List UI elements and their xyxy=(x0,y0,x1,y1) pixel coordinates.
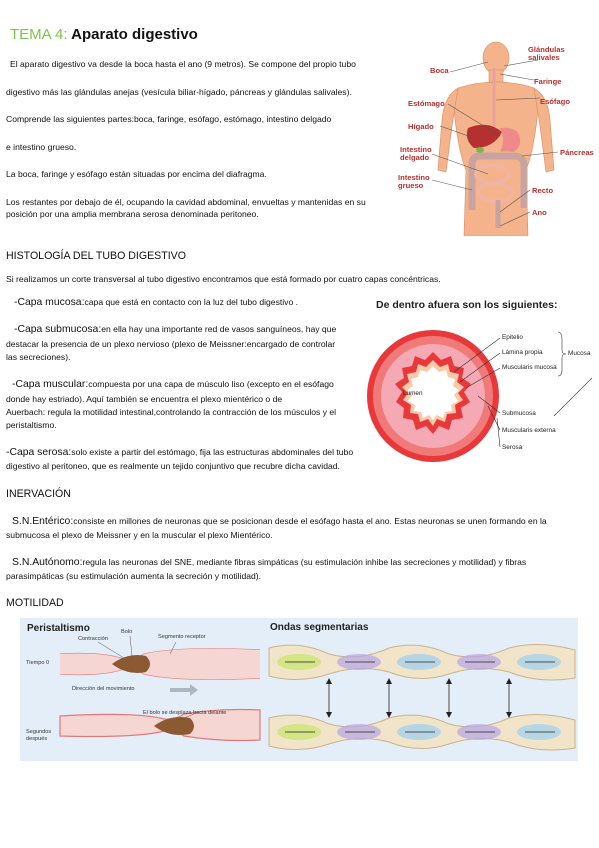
ondas-segmentarias-figure xyxy=(265,618,578,761)
label-segmento-receptor: Segmento receptor xyxy=(158,634,206,640)
capa-muscular-1: -Capa muscular:compuesta por una capa de… xyxy=(12,379,334,390)
page-title: TEMA 4: Aparato digestivo xyxy=(10,26,198,43)
sne-line-1: S.N.Entérico:consiste en millones de neu… xyxy=(12,516,547,527)
label-pancreas: Páncreas xyxy=(560,148,594,157)
label-bolo: Bolo xyxy=(121,629,133,635)
label-mucosa: Mucosa xyxy=(568,350,591,357)
digestive-system-figure xyxy=(388,40,596,236)
label-ano: Ano xyxy=(532,208,547,217)
sne-line-2: submucosa el plexo de Meissner y en la m… xyxy=(6,530,273,540)
ondas-title: Ondas segmentarias xyxy=(270,622,369,633)
peristaltismo-figure xyxy=(20,618,267,761)
layers-cross-section xyxy=(367,330,593,462)
heading-inervacion: INERVACIÓN xyxy=(6,488,71,500)
label-muscularis-externa: Muscularis externa xyxy=(502,427,556,434)
label-glandulas: Glándulas salivales xyxy=(528,45,565,62)
intro-line-4: e intestino grueso. xyxy=(6,142,77,152)
title-text: Aparato digestivo xyxy=(71,26,198,43)
label-lamina-propia: Lámina propia xyxy=(502,349,543,356)
intro-line-1: El aparato digestivo va desde la boca ha… xyxy=(10,59,356,69)
label-desplaza: El bolo se desplaza hacia delante xyxy=(143,710,227,716)
capa-serosa-1: -Capa serosa:solo existe a partir del es… xyxy=(6,447,354,458)
label-segundos: Segundos después xyxy=(26,729,52,742)
intro-line-3: Comprende las siguientes partes:boca, fa… xyxy=(6,114,332,124)
label-esofago: Esófago xyxy=(540,97,570,106)
label-higado: Hígado xyxy=(408,122,434,131)
title-tag: TEMA 4: xyxy=(10,26,68,43)
label-intestino-delgado: Intestino delgado xyxy=(400,145,432,162)
capa-serosa-2: digestivo al peritoneo, que es realmente… xyxy=(6,461,340,471)
capa-submucosa-1: -Capa submucosa:en ella hay una importan… xyxy=(14,324,337,335)
peristaltismo-title: Peristaltismo xyxy=(27,623,90,634)
sna-line-2: parasimpáticas (su estimulación aumenta … xyxy=(6,571,262,581)
sna-line-1: S.N.Autónomo:regula las neuronas del SNE… xyxy=(12,557,527,568)
histologia-intro: Si realizamos un corte transversal al tu… xyxy=(6,274,441,284)
capa-submucosa-2: destacar la presencia de un plexo nervio… xyxy=(6,339,336,349)
label-faringe: Faringe xyxy=(534,77,562,86)
label-direccion: Dirección del movimiento xyxy=(72,686,135,692)
layers-figure-title: De dentro afuera son los siguientes: xyxy=(376,299,558,311)
capa-mucosa: -Capa mucosa:capa que está en contacto c… xyxy=(14,297,299,308)
label-lumen: Lumen xyxy=(403,390,423,397)
label-intestino-grueso: Intestino grueso xyxy=(398,173,430,190)
capa-muscular-4: peristaltismo. xyxy=(6,420,57,430)
label-recto: Recto xyxy=(532,186,554,195)
intro-line-5: La boca, faringe y esófago están situada… xyxy=(6,169,267,179)
capa-muscular-3: Auerbach: regula la motilidad intestinal… xyxy=(6,407,337,417)
label-epitelio: Epitelio xyxy=(502,334,523,341)
label-submucosa: Submucosa xyxy=(502,410,536,417)
heading-histologia: HISTOLOGÍA DEL TUBO DIGESTIVO xyxy=(6,250,186,262)
heading-motilidad: MOTILIDAD xyxy=(6,597,64,609)
intro-line-2: digestivo más las glándulas anejas (vesí… xyxy=(6,87,352,97)
label-estomago: Estómago xyxy=(408,99,445,108)
label-serosa: Serosa xyxy=(502,444,523,451)
label-contraccion: Contracción xyxy=(78,636,108,642)
label-tiempo-0: Tiempo 0 xyxy=(26,660,50,666)
intro-line-6: Los restantes por debajo de él, ocupando… xyxy=(6,197,366,207)
capa-submucosa-3: las secreciones). xyxy=(6,352,71,362)
label-muscularis-mucosa: Muscularis mucosa xyxy=(502,364,557,371)
capa-muscular-2: donde hay estriado). Aquí también se enc… xyxy=(6,394,283,404)
label-boca: Boca xyxy=(430,66,449,75)
intro-line-7: posición por una amplia membrana serosa … xyxy=(6,209,259,219)
